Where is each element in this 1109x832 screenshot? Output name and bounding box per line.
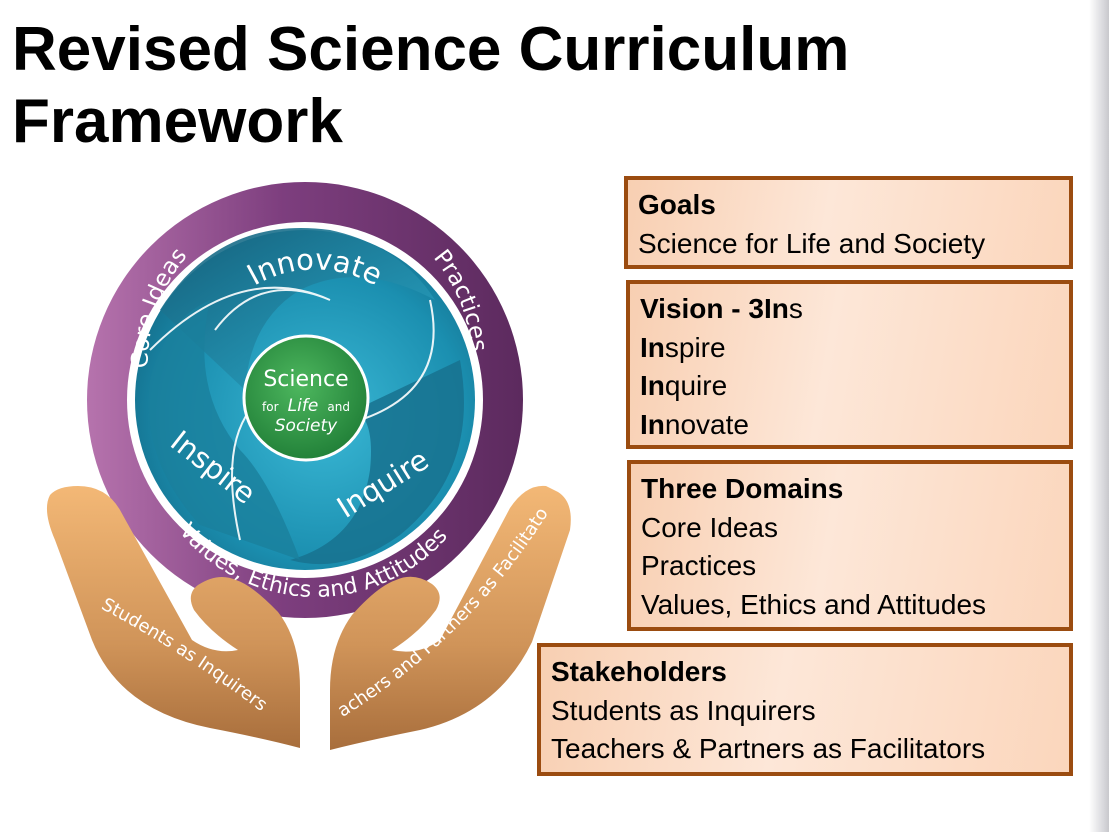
domains-item-values: Values, Ethics and Attitudes [641,588,987,620]
domains-item-core-ideas: Core Ideas [641,511,778,543]
center-label-society: Society [275,416,338,436]
title-line-1: Revised Science Curriculum [12,15,850,84]
vision-item-inquire: Inquire [640,370,728,401]
center-label-science: Science [263,367,348,392]
goals-box: Goals Science for Life and Society [624,176,1073,269]
vision-box: Vision - 3Ins Inspire Inquire Innovate [626,280,1073,449]
domains-box: Three Domains Core Ideas Practices Value… [627,460,1073,631]
vision-item-inspire: Inspire [640,331,726,363]
stakeholders-item-students: Students as Inquirers [551,694,816,726]
stakeholders-heading: Stakeholders [551,656,727,687]
stakeholders-item-teachers: Teachers & Partners as Facilitators [551,733,986,764]
title-line-2: Framework [12,87,343,156]
goals-item: Science for Life and Society [638,227,986,259]
page-title: Revised Science Curriculum Framework [12,14,849,158]
slide-edge-shadow [1089,0,1109,832]
domains-heading: Three Domains [641,473,844,504]
vision-heading: Vision - 3Ins [640,293,803,324]
stakeholders-box: Stakeholders Students as Inquirers Teach… [537,643,1073,776]
inner-swirl-disc [135,227,475,570]
domains-item-practices: Practices [641,550,757,581]
framework-diagram: Science for Life and Society Innovate In… [0,0,571,750]
goals-heading: Goals [638,189,716,220]
center-label-for-life: for Life and [262,396,350,416]
center-circle: Science for Life and Society [242,334,370,462]
vision-item-innovate: Innovate [640,408,749,440]
